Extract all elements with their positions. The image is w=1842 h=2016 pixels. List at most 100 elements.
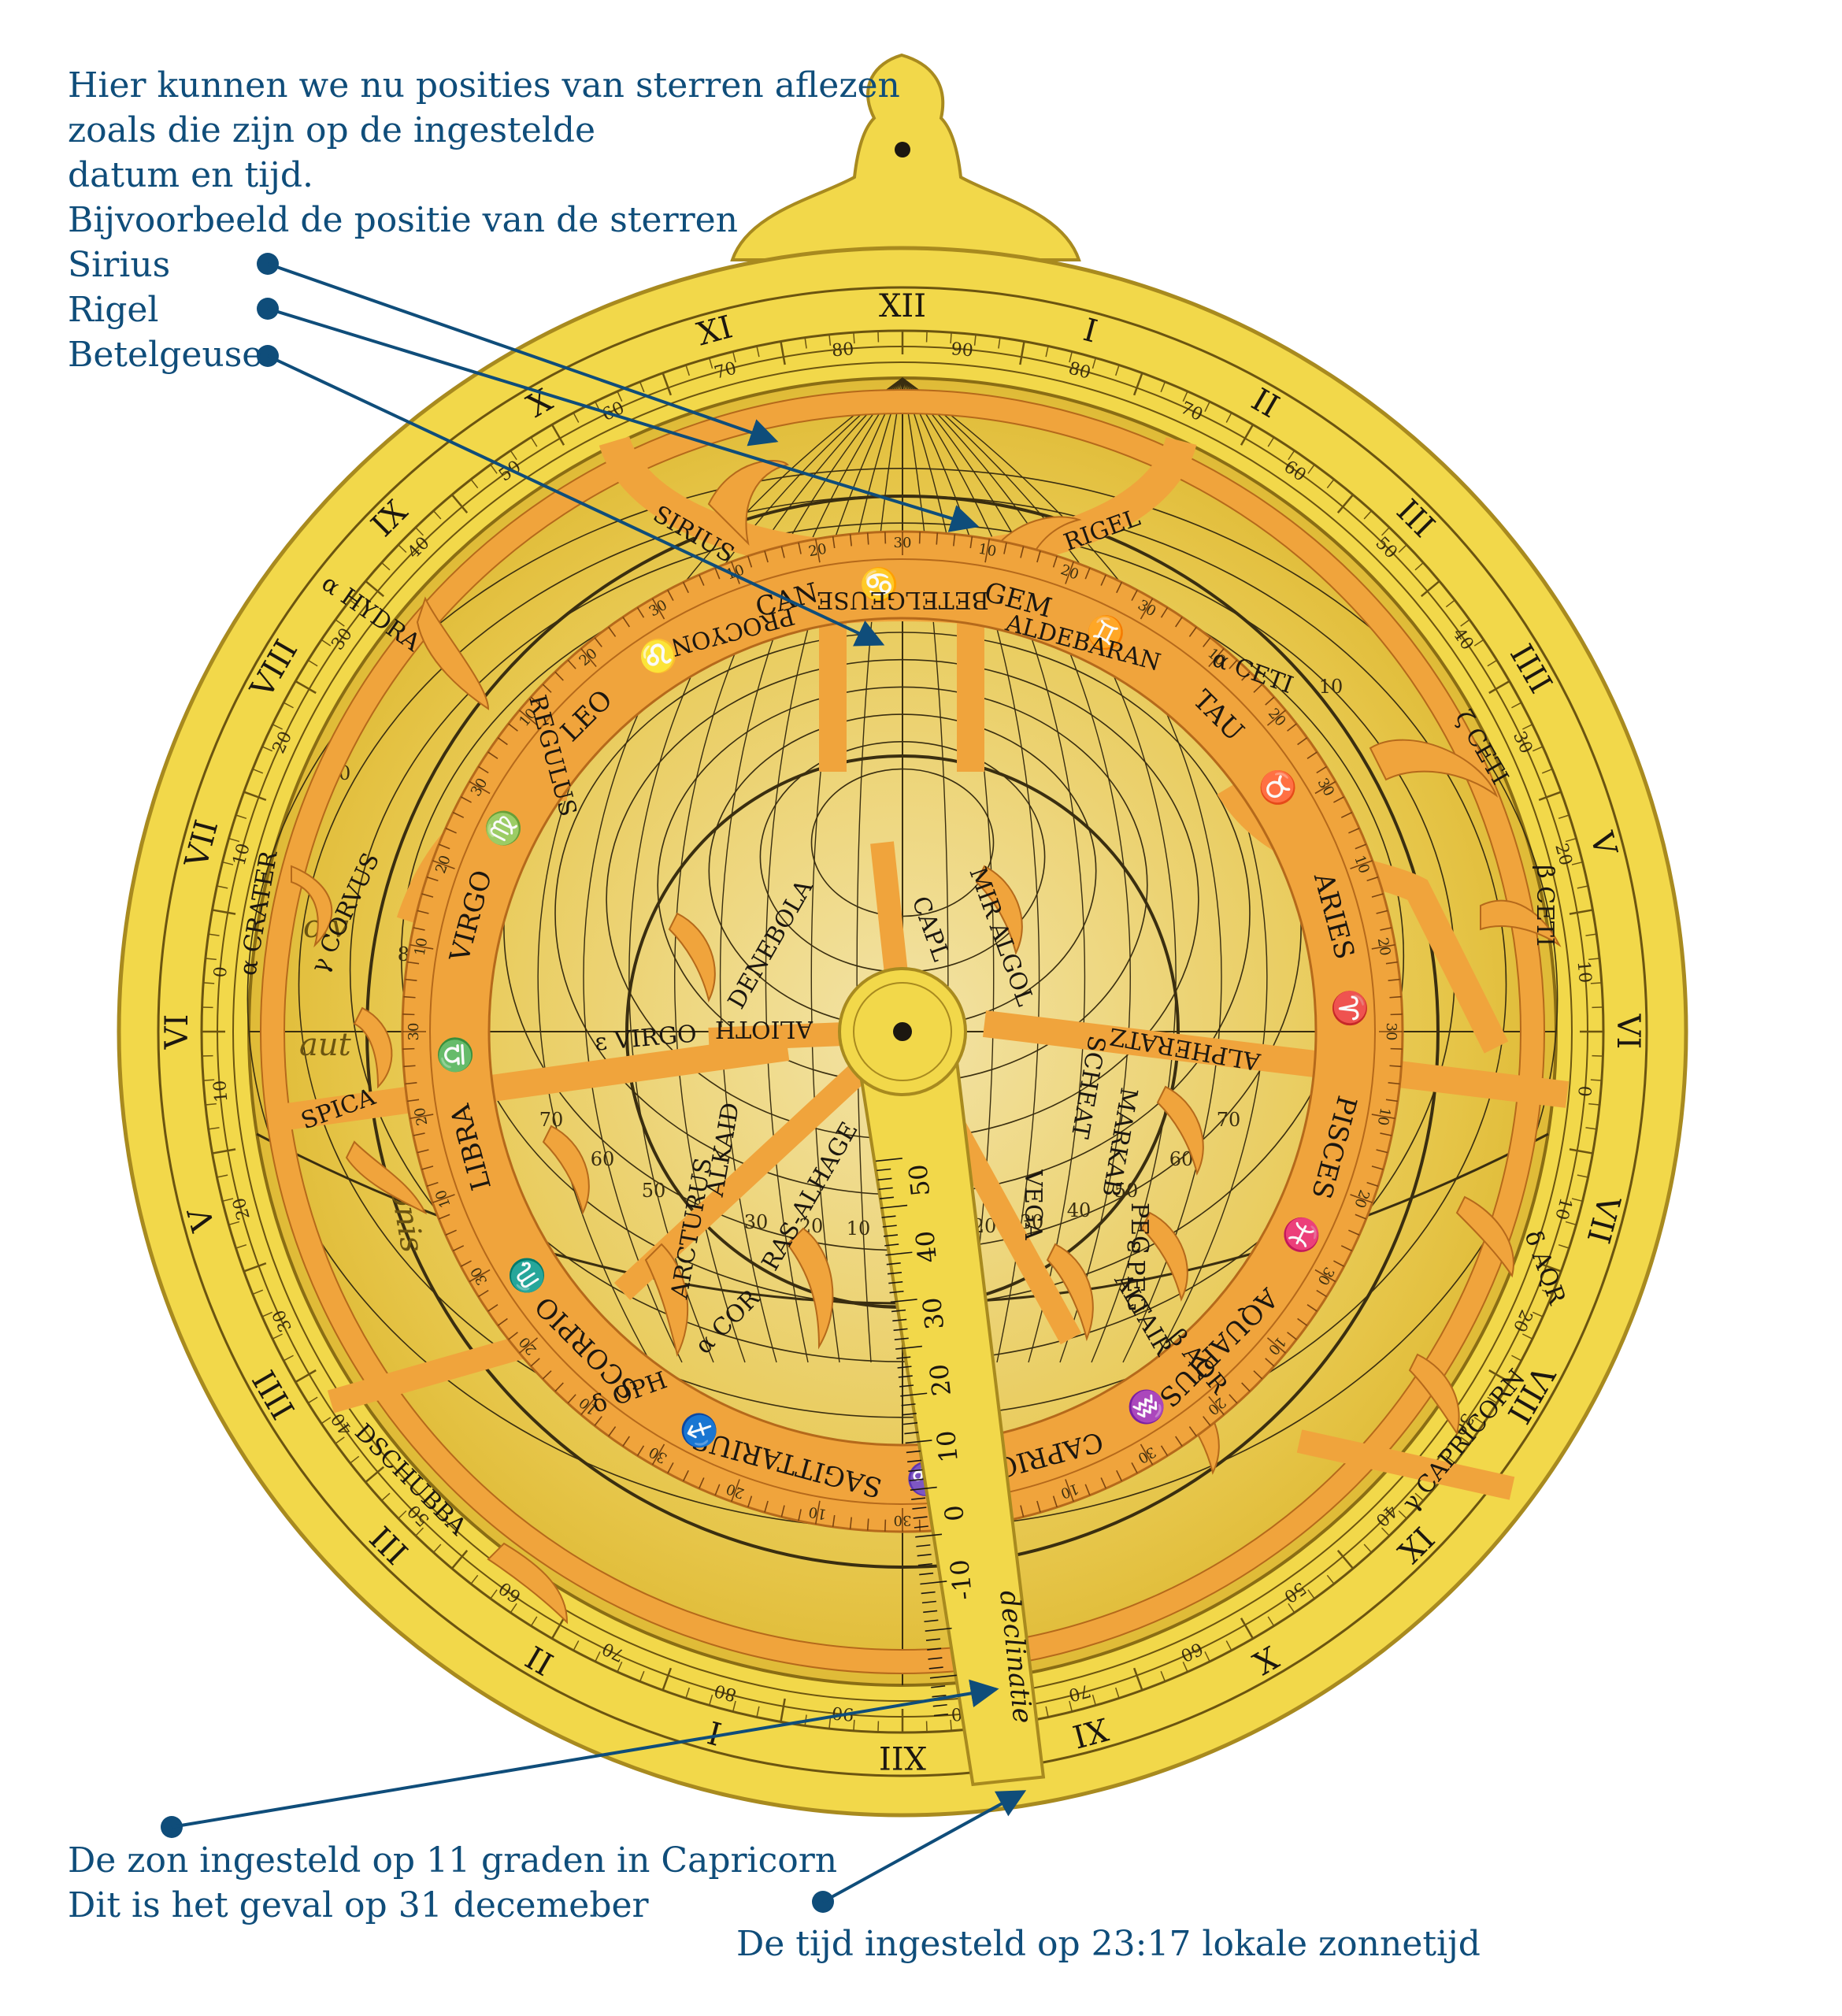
ecliptic-tick	[405, 1082, 417, 1085]
limb-tick	[208, 1127, 220, 1130]
limb-tick	[1114, 365, 1120, 376]
azimuth-line	[674, 377, 903, 1363]
limb-tick	[617, 391, 623, 402]
ecliptic-tick	[1340, 1245, 1353, 1252]
ecliptic-tick	[508, 1332, 518, 1340]
ecliptic-tick	[413, 1132, 425, 1136]
limb-tick	[1363, 1544, 1373, 1553]
limb-tick	[1267, 1616, 1275, 1627]
limb-tick	[1225, 412, 1232, 423]
limb-tick	[1445, 1455, 1455, 1464]
limb-tick	[1488, 680, 1510, 695]
limb-tick	[1541, 768, 1553, 774]
ecliptic-tick	[918, 532, 921, 544]
ecliptic-tick	[682, 1469, 689, 1482]
intro-line-3: datum en tijd.	[68, 155, 314, 195]
time-note: De tijd ingesteld op 23:17 lokale zonnet…	[736, 1922, 1481, 1966]
ecliptic-tick	[469, 1269, 491, 1283]
limb-tick	[662, 372, 673, 396]
rule-tick	[875, 1158, 902, 1162]
rule-tick	[923, 1610, 938, 1614]
ecliptic-tick	[469, 780, 491, 795]
ecliptic-tick	[1388, 1082, 1400, 1085]
rete-star-label: VEGA	[1019, 1169, 1047, 1240]
limb-number: 90	[951, 339, 974, 361]
limb-tick	[252, 768, 264, 774]
ecliptic-tick	[410, 943, 434, 950]
limb-tick	[1091, 1694, 1097, 1706]
ecliptic-tick	[651, 1443, 665, 1466]
ecliptic-tick	[1036, 550, 1041, 563]
ecliptic-tick	[452, 1245, 465, 1252]
limb-tick	[350, 1455, 360, 1464]
limb-tick	[1511, 702, 1522, 709]
limb-tick	[1326, 479, 1335, 489]
ecliptic-tick	[1348, 1229, 1360, 1236]
limb-tick	[1069, 1700, 1073, 1712]
azimuth-line	[902, 377, 1131, 1363]
ecliptic-tick	[594, 1416, 602, 1426]
limb-tick	[1363, 510, 1373, 520]
suspension-hole	[895, 142, 910, 158]
limb-tick	[1565, 837, 1577, 843]
limb-tick	[335, 619, 345, 627]
ecliptic-tick	[866, 1518, 869, 1531]
limb-tick	[205, 958, 217, 961]
limb-tick	[828, 1718, 832, 1729]
rule-tick	[928, 1666, 943, 1670]
time-note-line: De tijd ingesteld op 23:17 lokale zonnet…	[736, 1924, 1481, 1964]
limb-tick	[1588, 1102, 1600, 1106]
time-arrow	[822, 1790, 1027, 1903]
ecliptic-tick	[487, 1304, 498, 1312]
ecliptic-tick	[460, 796, 472, 803]
limb-tick	[973, 334, 977, 346]
limb-tick	[1558, 1243, 1570, 1249]
limb-degree-ticks	[202, 331, 1603, 1732]
ecliptic-tick	[714, 1484, 721, 1496]
ecliptic-tick	[1241, 671, 1251, 681]
ecliptic-tick	[1203, 1416, 1211, 1426]
limb-tick	[1336, 1549, 1355, 1569]
ecliptic-tick	[1084, 1484, 1091, 1496]
limb-tick	[998, 337, 1001, 349]
limb-tick	[415, 1527, 424, 1536]
limb-tick	[1569, 909, 1593, 915]
ecliptic-tick	[1208, 648, 1225, 668]
limb-tick	[756, 346, 760, 358]
rule-tick	[910, 1486, 937, 1491]
sun-note-line-2: Dit is het geval op 31 decemeber	[68, 1885, 649, 1925]
zodiac-degree-label: 30	[894, 535, 912, 551]
ecliptic-tick	[747, 555, 753, 568]
limb-tick	[243, 1262, 267, 1273]
azimuth-line	[902, 377, 1177, 1363]
altitude-number: 70	[1217, 1109, 1241, 1131]
ecliptic-tick	[432, 860, 455, 869]
ecliptic-tick	[1389, 995, 1402, 999]
limb-tick	[381, 561, 391, 571]
limb-tick	[1326, 1574, 1335, 1584]
hour-numeral: XII	[879, 1739, 926, 1775]
limb-tick	[1225, 1640, 1232, 1651]
ecliptic-tick	[884, 1519, 887, 1532]
rule-tick	[884, 1243, 899, 1247]
ecliptic-tick	[1241, 1382, 1251, 1392]
limb-tick	[1045, 346, 1049, 358]
sun-arrow	[171, 1679, 999, 1829]
rule-tick	[887, 1271, 902, 1275]
ecliptic-tick	[1253, 1370, 1263, 1380]
ecliptic-tick	[1140, 598, 1154, 620]
limb-tick	[617, 1661, 623, 1673]
ecliptic-tick	[1160, 607, 1169, 618]
limb-tick	[1336, 494, 1355, 514]
rule-tick	[878, 1187, 893, 1191]
ecliptic-tick	[1366, 1181, 1379, 1187]
rule-tick	[889, 1290, 904, 1294]
limb-tick	[222, 1198, 234, 1203]
callouts	[161, 253, 1027, 1913]
altitude-number: 10	[1319, 676, 1344, 698]
ecliptic-tick	[1287, 723, 1297, 732]
ecliptic-tick	[1385, 1099, 1398, 1102]
ecliptic-tick	[1116, 581, 1123, 594]
ecliptic-tick	[1371, 1114, 1395, 1120]
ecliptic-tick	[1100, 574, 1107, 586]
